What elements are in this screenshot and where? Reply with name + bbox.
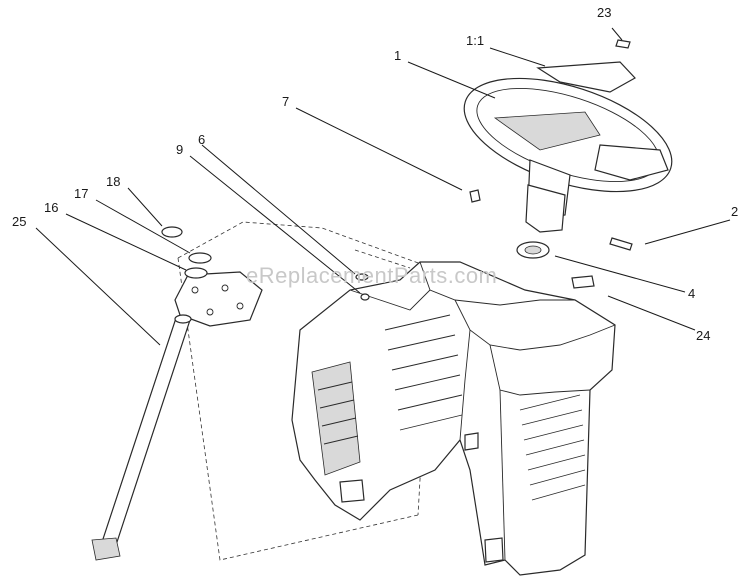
callout-2: 2 xyxy=(731,204,738,219)
callout-25: 25 xyxy=(12,214,26,229)
callout-1-1: 1:1 xyxy=(466,33,484,48)
leader-lines xyxy=(35,27,731,346)
part-6-nut xyxy=(355,273,369,281)
callout-24: 24 xyxy=(696,328,710,343)
part-17-washer xyxy=(188,252,212,264)
callout-16: 16 xyxy=(44,200,58,215)
part-2-pin xyxy=(609,237,633,251)
callout-4: 4 xyxy=(688,286,695,301)
callout-9: 9 xyxy=(176,142,183,157)
part-23-nut xyxy=(615,39,631,49)
part-9-washer xyxy=(360,293,370,301)
part-24-clip xyxy=(571,275,595,289)
callout-1: 1 xyxy=(394,48,401,63)
callout-23: 23 xyxy=(597,5,611,20)
callout-17: 17 xyxy=(74,186,88,201)
wheel-cap xyxy=(536,61,636,93)
part-25-shaft xyxy=(91,314,192,561)
steering-wheel xyxy=(463,77,673,233)
callout-labels: 23 1:1 1 7 6 9 18 17 16 25 2 4 24 xyxy=(12,5,738,343)
callout-6: 6 xyxy=(198,132,205,147)
part-16-washer xyxy=(184,267,208,279)
dash-shroud xyxy=(291,261,616,576)
part-4-bushing xyxy=(516,241,550,259)
part-7-pin xyxy=(469,189,481,203)
callout-7: 7 xyxy=(282,94,289,109)
part-18-washer xyxy=(161,226,183,238)
watermark: eReplacementParts.com xyxy=(246,263,497,288)
callout-18: 18 xyxy=(106,174,120,189)
